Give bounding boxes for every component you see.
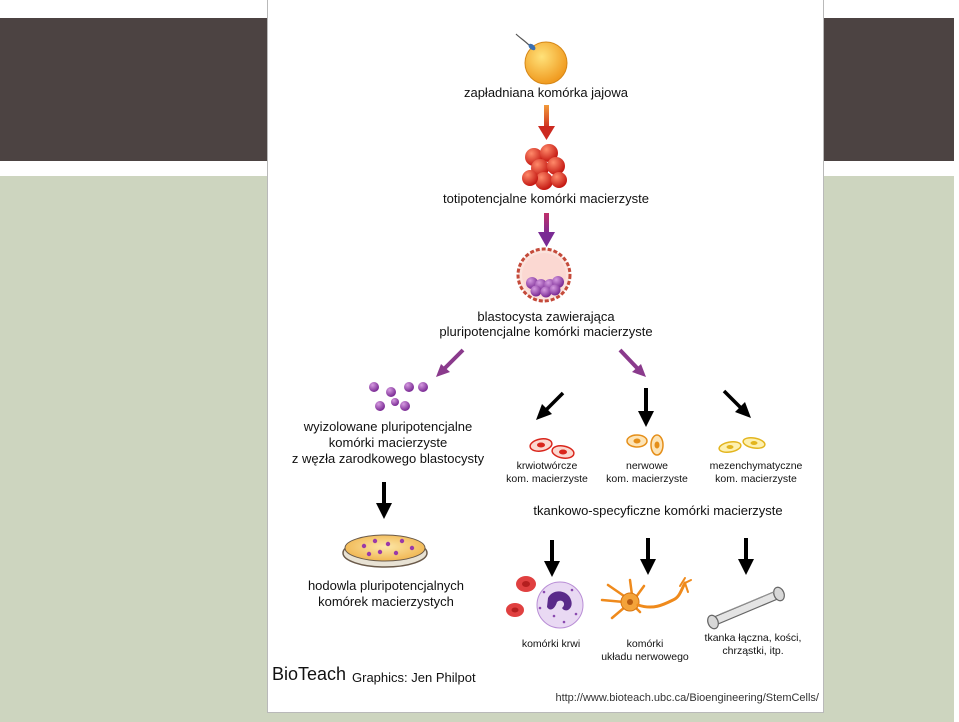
label-culture-line1: hodowla pluripotencjalnych <box>307 578 465 593</box>
label-nerve-line2: układu nerwowego <box>601 651 689 663</box>
source-url: http://www.bioteach.ubc.ca/Bioengineerin… <box>555 692 819 704</box>
label-totipotent: totipotencjalne komórki macierzyste <box>443 191 649 206</box>
label-connective-line2: chrząstki, itp. <box>722 645 784 657</box>
label-neural-line2: kom. macierzyste <box>606 473 688 485</box>
label-blastocyst-line2: pluripotencjalne komórki macierzyste <box>439 324 653 339</box>
arrow-to-blood-cells <box>544 540 560 577</box>
label-neural-line1: nerwowe <box>625 460 669 472</box>
diagram-graphics <box>342 33 785 630</box>
bioteach-logo: BioTeach <box>272 664 347 684</box>
arrow-to-nerve-cells <box>640 538 656 575</box>
right-edge <box>954 0 959 722</box>
totipotent-cells-icon <box>522 144 567 190</box>
label-fertilized-egg: zapładniana komórka jajowa <box>463 85 629 100</box>
neural-cells-icon <box>626 434 664 456</box>
label-isolated-line2: komórki macierzyste <box>328 435 448 450</box>
blood-cells-icon <box>506 576 584 629</box>
connective-tissue-icon <box>707 586 785 630</box>
label-isolated-line1: wyizolowane pluripotencjalne <box>303 419 473 434</box>
isolated-pluripotent-cells-icon <box>369 382 428 411</box>
label-mesenchymal-line1: mezenchymatyczne <box>709 460 803 472</box>
label-tissue-specific: tkankowo-specyficzne komórki macierzyste <box>533 503 783 518</box>
arrow-to-neural <box>638 388 654 427</box>
label-blood-cells: komórki krwi <box>521 638 581 650</box>
stem-cell-diagram: zapładniana komórka jajowa totipotencjal… <box>268 0 823 712</box>
arrow-blastocyst-to-tissue <box>618 348 646 377</box>
arrow-to-mesenchymal <box>722 389 751 418</box>
arrow-to-connective-tissue <box>738 538 754 575</box>
graphics-credit: Graphics: Jen Philpot <box>352 670 476 685</box>
petri-dish-icon <box>342 534 428 568</box>
label-blastocyst-line1: blastocysta zawierająca <box>477 309 615 324</box>
arrow-egg-to-totipotent <box>538 105 555 140</box>
fertilized-egg-icon <box>515 33 568 85</box>
blastocyst-icon <box>516 247 572 303</box>
label-mesenchymal-line2: kom. macierzyste <box>715 473 797 485</box>
label-connective-line1: tkanka łączna, kości, <box>704 632 802 644</box>
label-hematopoietic-line2: kom. macierzyste <box>506 473 588 485</box>
mesenchymal-cells-icon <box>718 436 766 454</box>
label-hematopoietic-line1: krwiotwórcze <box>516 460 578 472</box>
label-nerve-line1: komórki <box>626 638 664 650</box>
neuron-icon <box>600 577 692 620</box>
arrow-blastocyst-to-isolated <box>436 348 465 377</box>
arrow-to-hematopoietic <box>536 391 565 420</box>
label-isolated-line3: z węzła zarodkowego blastocysty <box>291 451 485 466</box>
arrow-to-culture <box>376 482 392 519</box>
hematopoietic-cells-icon <box>529 438 575 459</box>
label-culture-line2: komórek macierzystych <box>318 594 454 609</box>
arrow-totipotent-to-blastocyst <box>538 213 555 247</box>
